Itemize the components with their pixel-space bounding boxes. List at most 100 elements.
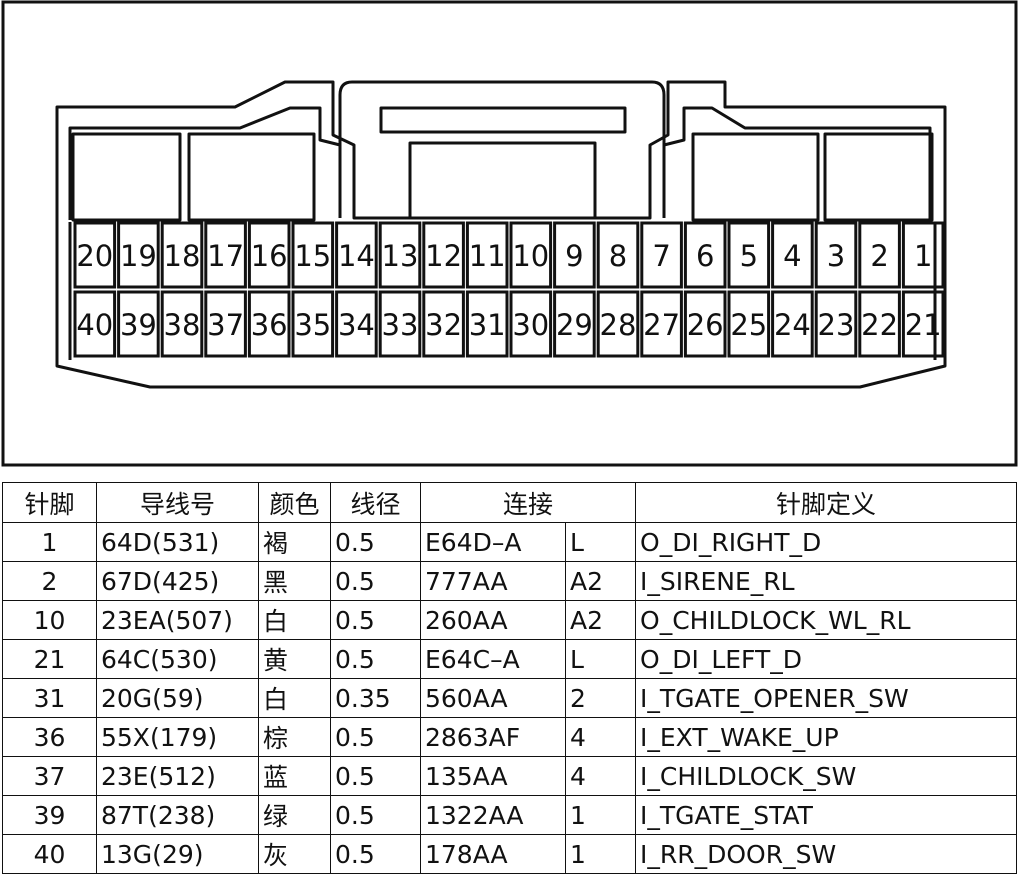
cell-color: 褐 <box>258 522 331 562</box>
cell-wire: 23EA(507) <box>96 600 259 640</box>
pin-number: 6 <box>696 239 714 273</box>
pin-cell <box>901 290 945 358</box>
cell-gauge: 0.5 <box>330 795 421 835</box>
cell-color: 白 <box>258 600 331 640</box>
pin-number: 32 <box>425 308 462 342</box>
pin-number: 18 <box>164 239 201 273</box>
pin-cell <box>727 221 771 289</box>
cell-gauge: 0.5 <box>330 600 421 640</box>
cell-conn: E64C–A <box>420 639 566 679</box>
pin-number: 1 <box>914 239 932 273</box>
pin-number: 9 <box>565 239 583 273</box>
pin-cell <box>465 221 509 289</box>
table-header-row: 针脚 导线号 颜色 线径 连接 针脚定义 <box>2 482 1018 523</box>
pin-number: 13 <box>382 239 419 273</box>
cell-color: 白 <box>258 678 331 718</box>
cell-conn-pin: 1 <box>564 795 637 835</box>
header-wire: 导线号 <box>96 482 259 523</box>
pin-number: 38 <box>164 308 201 342</box>
pin-number: 23 <box>818 308 855 342</box>
cell-conn-pin: 1 <box>564 834 637 874</box>
pin-cell <box>858 290 901 358</box>
cell-pin: 39 <box>2 795 97 835</box>
pin-cell <box>73 290 117 358</box>
pin-number: 21 <box>905 308 942 342</box>
cell-conn: 560AA <box>420 678 566 718</box>
pin-number: 31 <box>469 308 506 342</box>
pin-number: 7 <box>652 239 670 273</box>
cell-color: 黄 <box>258 639 331 679</box>
pin-cell <box>465 290 509 358</box>
cell-conn-pin: 4 <box>564 756 637 796</box>
cell-color: 蓝 <box>258 756 331 796</box>
pin-cell <box>509 221 553 289</box>
connector-hood <box>338 80 666 218</box>
pin-cell <box>422 290 465 358</box>
pin-number: 16 <box>251 239 288 273</box>
pin-cell <box>509 290 553 358</box>
pin-cell <box>901 221 945 289</box>
pin-cell <box>771 221 814 289</box>
cell-pin: 31 <box>2 678 97 718</box>
cell-conn: 178AA <box>420 834 566 874</box>
cell-conn-pin: L <box>564 522 637 562</box>
cell-gauge: 0.35 <box>330 678 421 718</box>
cell-gauge: 0.5 <box>330 717 421 757</box>
cell-def: I_SIRENE_RL <box>635 561 1018 601</box>
pin-cell <box>291 290 335 358</box>
pin-cell <box>117 290 160 358</box>
pin-number: 24 <box>774 308 811 342</box>
pin-number: 36 <box>251 308 288 342</box>
cell-wire: 64C(530) <box>96 639 259 679</box>
cell-def: I_EXT_WAKE_UP <box>635 717 1018 757</box>
cell-wire: 64D(531) <box>96 522 259 562</box>
pin-number: 14 <box>338 239 375 273</box>
cell-gauge: 0.5 <box>330 639 421 679</box>
pin-cell <box>727 290 771 358</box>
pin-cell <box>553 290 596 358</box>
cell-conn: E64D–A <box>420 522 566 562</box>
pin-cell <box>814 290 858 358</box>
cell-conn-pin: 4 <box>564 717 637 757</box>
cell-pin: 21 <box>2 639 97 679</box>
pin-number: 28 <box>600 308 637 342</box>
pin-number: 15 <box>294 239 331 273</box>
pin-number: 25 <box>730 308 767 342</box>
cell-conn: 2863AF <box>420 717 566 757</box>
latch-bar <box>379 106 627 134</box>
pin-number: 5 <box>740 239 758 273</box>
cell-color: 黑 <box>258 561 331 601</box>
cell-conn: 777AA <box>420 561 566 601</box>
pin-cell <box>160 221 204 289</box>
left-window-1 <box>71 132 182 222</box>
pin-cell <box>378 290 422 358</box>
cell-wire: 67D(425) <box>96 561 259 601</box>
pin-cell <box>160 290 204 358</box>
pin-cell <box>247 290 291 358</box>
cell-conn-pin: A2 <box>564 600 637 640</box>
pin-number: 3 <box>827 239 845 273</box>
cell-gauge: 0.5 <box>330 834 421 874</box>
cell-pin: 37 <box>2 756 97 796</box>
cell-pin: 10 <box>2 600 97 640</box>
cell-gauge: 0.5 <box>330 756 421 796</box>
pin-number: 4 <box>783 239 801 273</box>
cell-conn: 260AA <box>420 600 566 640</box>
pin-number: 22 <box>861 308 898 342</box>
pin-number: 40 <box>76 308 113 342</box>
pin-number: 26 <box>687 308 724 342</box>
cell-wire: 87T(238) <box>96 795 259 835</box>
cell-wire: 13G(29) <box>96 834 259 874</box>
pin-number: 19 <box>120 239 157 273</box>
